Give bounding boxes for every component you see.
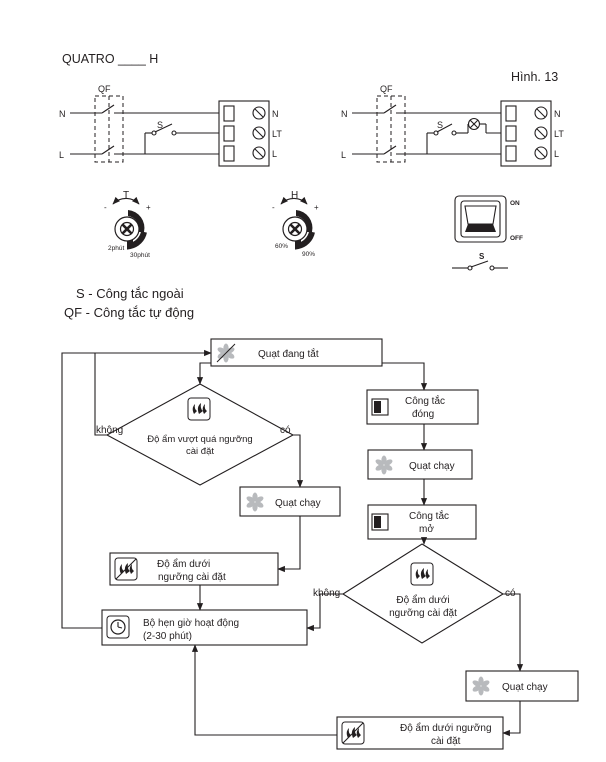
n-label-2: N	[341, 109, 348, 119]
no-label-1: không	[96, 425, 123, 436]
decision-humidity-over: Độ ẩm vượt quá ngưỡng cài đặt	[105, 383, 295, 486]
decision2-line2: ngưỡng cài đặt	[389, 608, 457, 619]
node-switch-closed: Công tắc đóng	[366, 389, 479, 425]
terminal-l-2: L	[554, 149, 559, 159]
decision-humidity-below: Độ ẩm dưới ngưỡng cài đặt	[341, 543, 505, 644]
external-switch: ON OFF S	[452, 195, 523, 271]
terminal-l: L	[272, 149, 277, 159]
humidity-below-bottom-line1: Độ ẩm dưới ngưỡng	[400, 722, 492, 734]
fan-icon	[375, 455, 393, 475]
qf-label-2: QF	[380, 84, 393, 94]
timer-knob-label: T	[123, 190, 129, 201]
node-fan-run-middle: Quạt chạy	[367, 449, 473, 480]
on-label: ON	[510, 200, 520, 207]
legend-s: S - Công tắc ngoài	[76, 286, 184, 301]
terminal-n-2: N	[554, 109, 561, 119]
timer-line2: (2-30 phút)	[143, 631, 192, 642]
switch-open-line2: mở	[419, 523, 434, 535]
yes-label-1: có	[280, 425, 291, 436]
flow-connectors	[61, 349, 524, 737]
node-timer: Bộ hẹn giờ hoạt động (2-30 phút)	[101, 609, 308, 646]
fan-run-label-right: Quạt chạy	[502, 682, 548, 693]
humidity-below-line2: ngưỡng cài đặt	[158, 572, 226, 583]
timer-line1: Bộ hẹn giờ hoạt động	[143, 618, 239, 629]
node-fan-off: Quạt đang tắt	[210, 338, 383, 367]
l-label: L	[59, 150, 64, 160]
humidity-over-line2: cài đặt	[186, 446, 214, 457]
n-label: N	[59, 109, 66, 119]
timer-min: 2phút	[108, 245, 124, 252]
timer-knob: T - + 2phút 30phút	[104, 190, 151, 259]
node-fan-run-left: Quạt chạy	[239, 486, 341, 517]
terminal-lt-2: LT	[554, 129, 564, 139]
humidity-max: 90%	[302, 251, 315, 258]
switch-s-label: S	[479, 252, 485, 261]
fan-run-label-middle: Quạt chạy	[409, 461, 455, 472]
l-label-2: L	[341, 150, 346, 160]
humidity-below-line1: Độ ẩm dưới	[157, 558, 210, 570]
switch-open-line1: Công tắc	[409, 509, 449, 522]
legend-qf: QF - Công tắc tự động	[64, 305, 194, 320]
fan-icon	[216, 343, 236, 363]
humidity-below-bottom-line2: cài đặt	[431, 736, 461, 747]
humidity-minus: -	[272, 203, 275, 212]
switch-closed-line1: Công tắc	[405, 394, 445, 407]
node-humidity-below-bottom: Độ ẩm dưới ngưỡng cài đặt	[336, 716, 504, 750]
timer-max: 30phút	[130, 252, 150, 259]
fan-run-label-left: Quạt chạy	[275, 498, 321, 509]
fan-off-label: Quạt đang tắt	[258, 347, 319, 360]
humidity-knob-label: H	[291, 190, 298, 201]
fan-icon	[246, 492, 264, 512]
humidity-knob: H - + 60% 90%	[272, 190, 319, 258]
node-humidity-below-left: Độ ẩm dưới ngưỡng cài đặt	[109, 552, 279, 586]
qf-label: QF	[98, 84, 111, 94]
node-fan-run-right: Quạt chạy	[465, 670, 579, 702]
humidity-over-line1: Độ ẩm vượt quá ngưỡng	[147, 434, 252, 445]
s-label-2: S	[437, 120, 443, 130]
switch-closed-line2: đóng	[412, 409, 434, 420]
fan-icon	[472, 676, 490, 696]
off-label: OFF	[510, 235, 523, 242]
figure-label: Hình. 13	[511, 70, 558, 84]
timer-minus: -	[104, 203, 107, 212]
humidity-min: 60%	[275, 243, 288, 250]
decision2-line1: Độ ẩm dưới	[396, 594, 449, 606]
s-label: S	[157, 120, 163, 130]
terminal-lt: LT	[272, 129, 282, 139]
humidity-plus: +	[314, 203, 319, 212]
node-switch-open: Công tắc mở	[367, 504, 477, 540]
terminal-n: N	[272, 109, 279, 119]
timer-plus: +	[146, 203, 151, 212]
wiring-diagram-left: N L QF S N LT L	[59, 84, 282, 167]
wiring-diagram-right: N L QF S N LT L	[341, 84, 564, 167]
model-title: QUATRO ____ H	[62, 52, 158, 66]
